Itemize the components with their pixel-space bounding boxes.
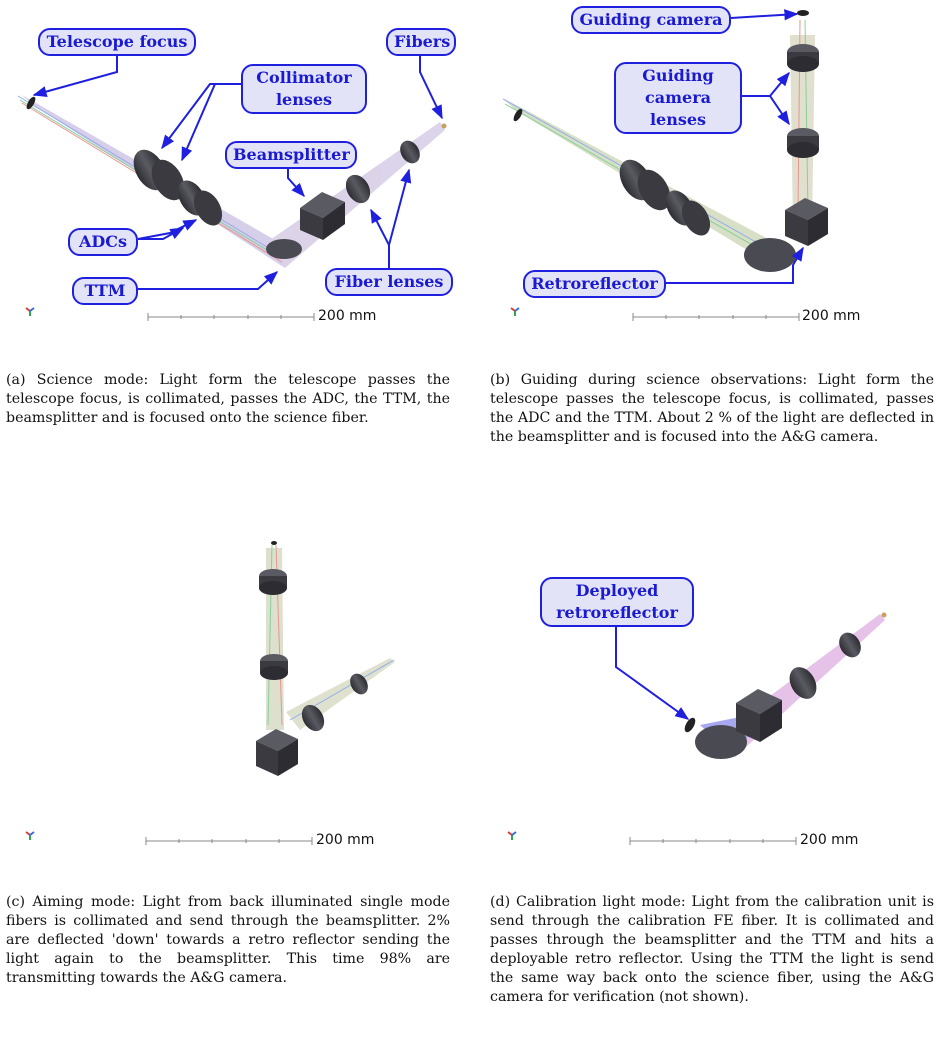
panel-c-axis-triad-icon bbox=[25, 831, 35, 840]
fiber-tip bbox=[271, 541, 277, 545]
panel-d-axis-triad-icon bbox=[507, 831, 517, 840]
ttm-mirror bbox=[744, 238, 796, 272]
beamsplitter-cube bbox=[736, 689, 782, 742]
panel-d-leaders bbox=[615, 625, 690, 720]
guiding-camera-lens bbox=[787, 44, 819, 158]
callout-collimator-lenses: Collimator lenses bbox=[241, 64, 367, 114]
beamsplitter-cube bbox=[785, 198, 828, 246]
fiber-lens-1 bbox=[345, 174, 371, 204]
callout-retroreflector: Retroreflector bbox=[523, 270, 666, 298]
caption-panel-a: (a) Science mode: Light form the telesco… bbox=[6, 372, 450, 426]
callout-fibers: Fibers bbox=[386, 28, 456, 56]
fiber-lens-1 bbox=[789, 667, 817, 699]
callout-ttm: TTM bbox=[72, 277, 138, 305]
callout-guiding-camera: Guiding camera bbox=[571, 6, 731, 34]
fiber-lens-1 bbox=[301, 704, 325, 732]
collimator-lens-1 bbox=[619, 159, 711, 236]
panel-a-axis-triad-icon bbox=[25, 307, 35, 316]
fiber-tip bbox=[441, 123, 447, 129]
panel-c-scale-label: 200 mm bbox=[316, 832, 375, 848]
beamsplitter-cube bbox=[300, 192, 345, 240]
ttm-mirror bbox=[695, 725, 747, 759]
panel-b-diagram bbox=[502, 9, 828, 321]
fiber-lens-2 bbox=[839, 632, 861, 658]
deployed-retroreflector-element bbox=[684, 717, 696, 733]
panel-b-leaders bbox=[666, 9, 804, 284]
callout-telescope-focus: Telescope focus bbox=[38, 28, 196, 56]
panel-b-axis-triad-icon bbox=[510, 307, 520, 316]
fiber-lens-2 bbox=[400, 140, 420, 164]
panel-b-scale-bar bbox=[632, 313, 800, 321]
panel-d-scale-bar bbox=[629, 837, 797, 845]
panel-a-scale-label: 200 mm bbox=[318, 308, 377, 324]
telescope-focus-element bbox=[26, 96, 36, 110]
panel-a-leaders bbox=[32, 52, 443, 290]
callout-deployed-retroreflector: Deployed retroreflector bbox=[540, 577, 694, 627]
callout-adcs: ADCs bbox=[68, 228, 138, 256]
beamsplitter-cube bbox=[256, 729, 298, 776]
caption-panel-d: (d) Calibration light mode: Light from t… bbox=[490, 894, 934, 1005]
panel-d-scale-label: 200 mm bbox=[800, 832, 859, 848]
panel-a-scale-bar bbox=[147, 313, 315, 321]
panel-c-scale-bar bbox=[145, 837, 313, 845]
callout-guiding-camera-lenses: Guiding camera lenses bbox=[614, 62, 742, 134]
telescope-focus-element bbox=[513, 108, 523, 122]
fiber-lens-2 bbox=[350, 673, 368, 695]
ttm-mirror bbox=[266, 239, 302, 259]
guiding-camera-sensor bbox=[797, 10, 809, 16]
panel-c-diagram bbox=[25, 541, 395, 845]
fiber-tip bbox=[881, 612, 887, 618]
panel-a-diagram bbox=[17, 52, 447, 321]
guiding-camera-lens bbox=[259, 569, 288, 680]
panel-b-scale-label: 200 mm bbox=[802, 308, 861, 324]
collimator-lens-1 bbox=[133, 149, 185, 201]
caption-panel-c: (c) Aiming mode: Light from back illumin… bbox=[6, 894, 450, 986]
callout-fiber-lenses: Fiber lenses bbox=[325, 268, 453, 296]
adc-lens-1 bbox=[177, 180, 223, 226]
panel-d-diagram bbox=[507, 612, 887, 845]
caption-panel-b: (b) Guiding during science observations:… bbox=[490, 372, 934, 445]
panel-b-light-beam bbox=[502, 19, 815, 265]
callout-beamsplitter: Beamsplitter bbox=[225, 141, 357, 169]
